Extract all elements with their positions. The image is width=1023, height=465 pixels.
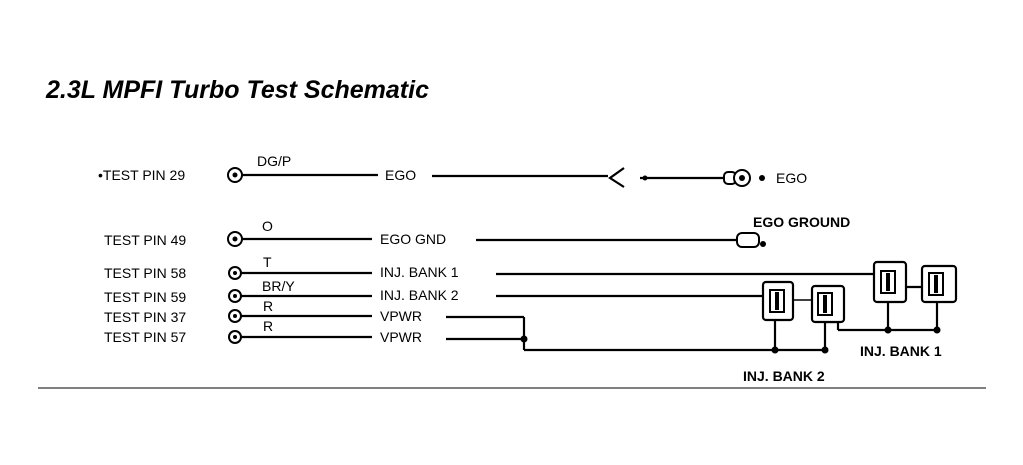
ego-ground-connector-icon [736, 232, 766, 248]
inj-bank-1-label: INJ. BANK 1 [860, 343, 942, 359]
signal-ego-gnd: EGO GND [380, 231, 446, 247]
wire-color-bry: BR/Y [262, 278, 295, 294]
pin-49-label: TEST PIN 49 [104, 232, 186, 248]
pin-wires [241, 173, 378, 339]
wire-color-t: T [263, 254, 272, 270]
signal-vpwr-57: VPWR [380, 329, 422, 345]
pin-59-label: TEST PIN 59 [104, 289, 186, 305]
pin-29-label: •TEST PIN 29 [98, 167, 185, 183]
signal-inj-bank-1: INJ. BANK 1 [380, 264, 459, 280]
inj-bank-2-label: INJ. BANK 2 [743, 368, 825, 384]
pin-37-label: TEST PIN 37 [104, 309, 186, 325]
signal-inj-bank-2: INJ. BANK 2 [380, 287, 459, 303]
pin-57-label: TEST PIN 57 [104, 329, 186, 345]
pin-59-terminal [228, 289, 242, 303]
wire-color-dgp: DG/P [257, 153, 291, 169]
injector-bank-2-a-icon [761, 280, 795, 322]
vpwr-circuit [446, 285, 941, 354]
ego-label: EGO [776, 170, 807, 186]
injector-bank-2-b-icon [810, 284, 846, 324]
pin-58-label: TEST PIN 58 [104, 265, 186, 281]
pin-58-terminal [228, 266, 242, 280]
signal-vpwr-37: VPWR [380, 308, 422, 324]
pin-37-terminal [228, 309, 242, 323]
ego-circuit [432, 167, 724, 188]
pin-49-terminal [227, 231, 243, 247]
injector-bank-1-b-icon [920, 264, 958, 304]
wire-color-r-37: R [263, 298, 273, 314]
wire-color-o: O [262, 218, 273, 234]
signal-ego: EGO [385, 167, 416, 183]
page-title: 2.3L MPFI Turbo Test Schematic [45, 76, 429, 104]
injector-bank-1-a-icon [872, 260, 908, 304]
pin-29-terminal [227, 167, 243, 183]
ego-ground-label: EGO GROUND [753, 214, 850, 230]
wire-color-r-57: R [263, 318, 273, 334]
pin-57-terminal [228, 330, 242, 344]
ego-sensor-icon [723, 169, 765, 187]
